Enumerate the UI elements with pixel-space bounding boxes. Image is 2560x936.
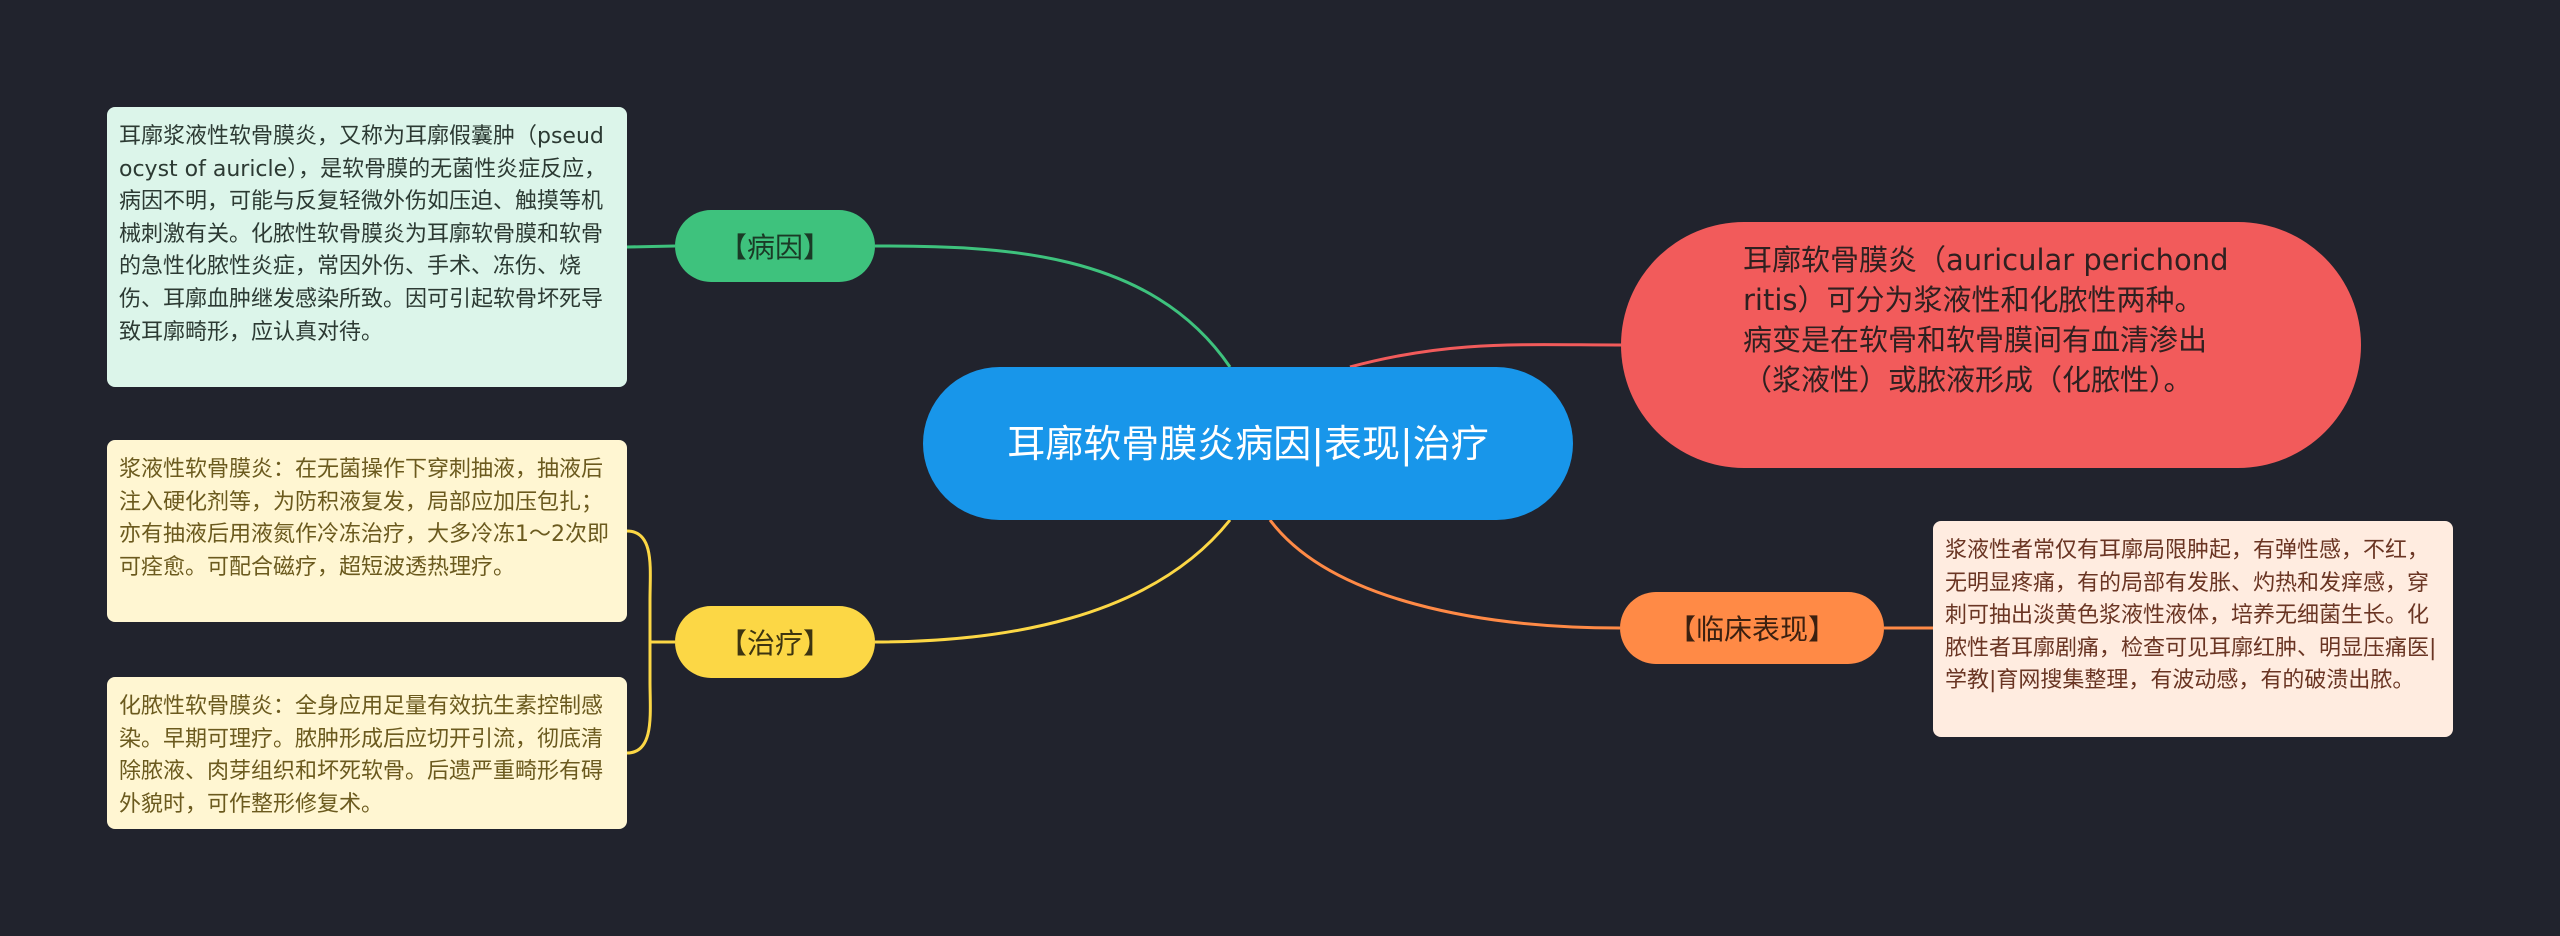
summary-text: 耳廓软骨膜炎（auricular perichondritis）可分为浆液性和化…	[1743, 243, 2229, 397]
summary-node[interactable]: 耳廓软骨膜炎（auricular perichondritis）可分为浆液性和化…	[1621, 222, 2361, 468]
topic-cause-label: 【病因】	[718, 231, 831, 264]
topic-cause[interactable]: 【病因】	[675, 210, 875, 282]
connector-treatment	[874, 519, 1232, 644]
treatment-suppurative-card[interactable]: 化脓性软骨膜炎：全身应用足量有效抗生素控制感染。早期可理疗。脓肿形成后应切开引流…	[107, 677, 627, 829]
connector-cause-card	[626, 244, 676, 249]
central-topic[interactable]: 耳廓软骨膜炎病因|表现|治疗	[923, 367, 1573, 520]
connector-treatment-bracket	[626, 529, 652, 755]
connector-cause	[874, 244, 1232, 368]
treatment-serous-text: 浆液性软骨膜炎：在无菌操作下穿刺抽液，抽液后注入硬化剂等，为防积液复发，局部应加…	[119, 457, 609, 580]
topic-clinical[interactable]: 【临床表现】	[1620, 592, 1884, 664]
clinical-detail-card[interactable]: 浆液性者常仅有耳廓局限肿起，有弹性感，不红，无明显疼痛，有的局部有发胀、灼热和发…	[1933, 521, 2453, 737]
treatment-serous-card[interactable]: 浆液性软骨膜炎：在无菌操作下穿刺抽液，抽液后注入硬化剂等，为防积液复发，局部应加…	[107, 440, 627, 622]
topic-treatment[interactable]: 【治疗】	[675, 606, 875, 678]
treatment-suppurative-text: 化脓性软骨膜炎：全身应用足量有效抗生素控制感染。早期可理疗。脓肿形成后应切开引流…	[119, 694, 604, 817]
clinical-detail-text: 浆液性者常仅有耳廓局限肿起，有弹性感，不红，无明显疼痛，有的局部有发胀、灼热和发…	[1945, 538, 2437, 694]
connector-clinical	[1268, 519, 1621, 630]
topic-clinical-label: 【临床表现】	[1667, 613, 1836, 646]
cause-detail-card[interactable]: 耳廓浆液性软骨膜炎，又称为耳廓假囊肿（pseudocyst of auricle…	[107, 107, 627, 387]
connector-summary	[1349, 343, 1622, 369]
cause-detail-text: 耳廓浆液性软骨膜炎，又称为耳廓假囊肿（pseudocyst of auricle…	[119, 124, 607, 345]
central-topic-label: 耳廓软骨膜炎病因|表现|治疗	[1007, 421, 1489, 466]
topic-treatment-label: 【治疗】	[718, 627, 831, 660]
